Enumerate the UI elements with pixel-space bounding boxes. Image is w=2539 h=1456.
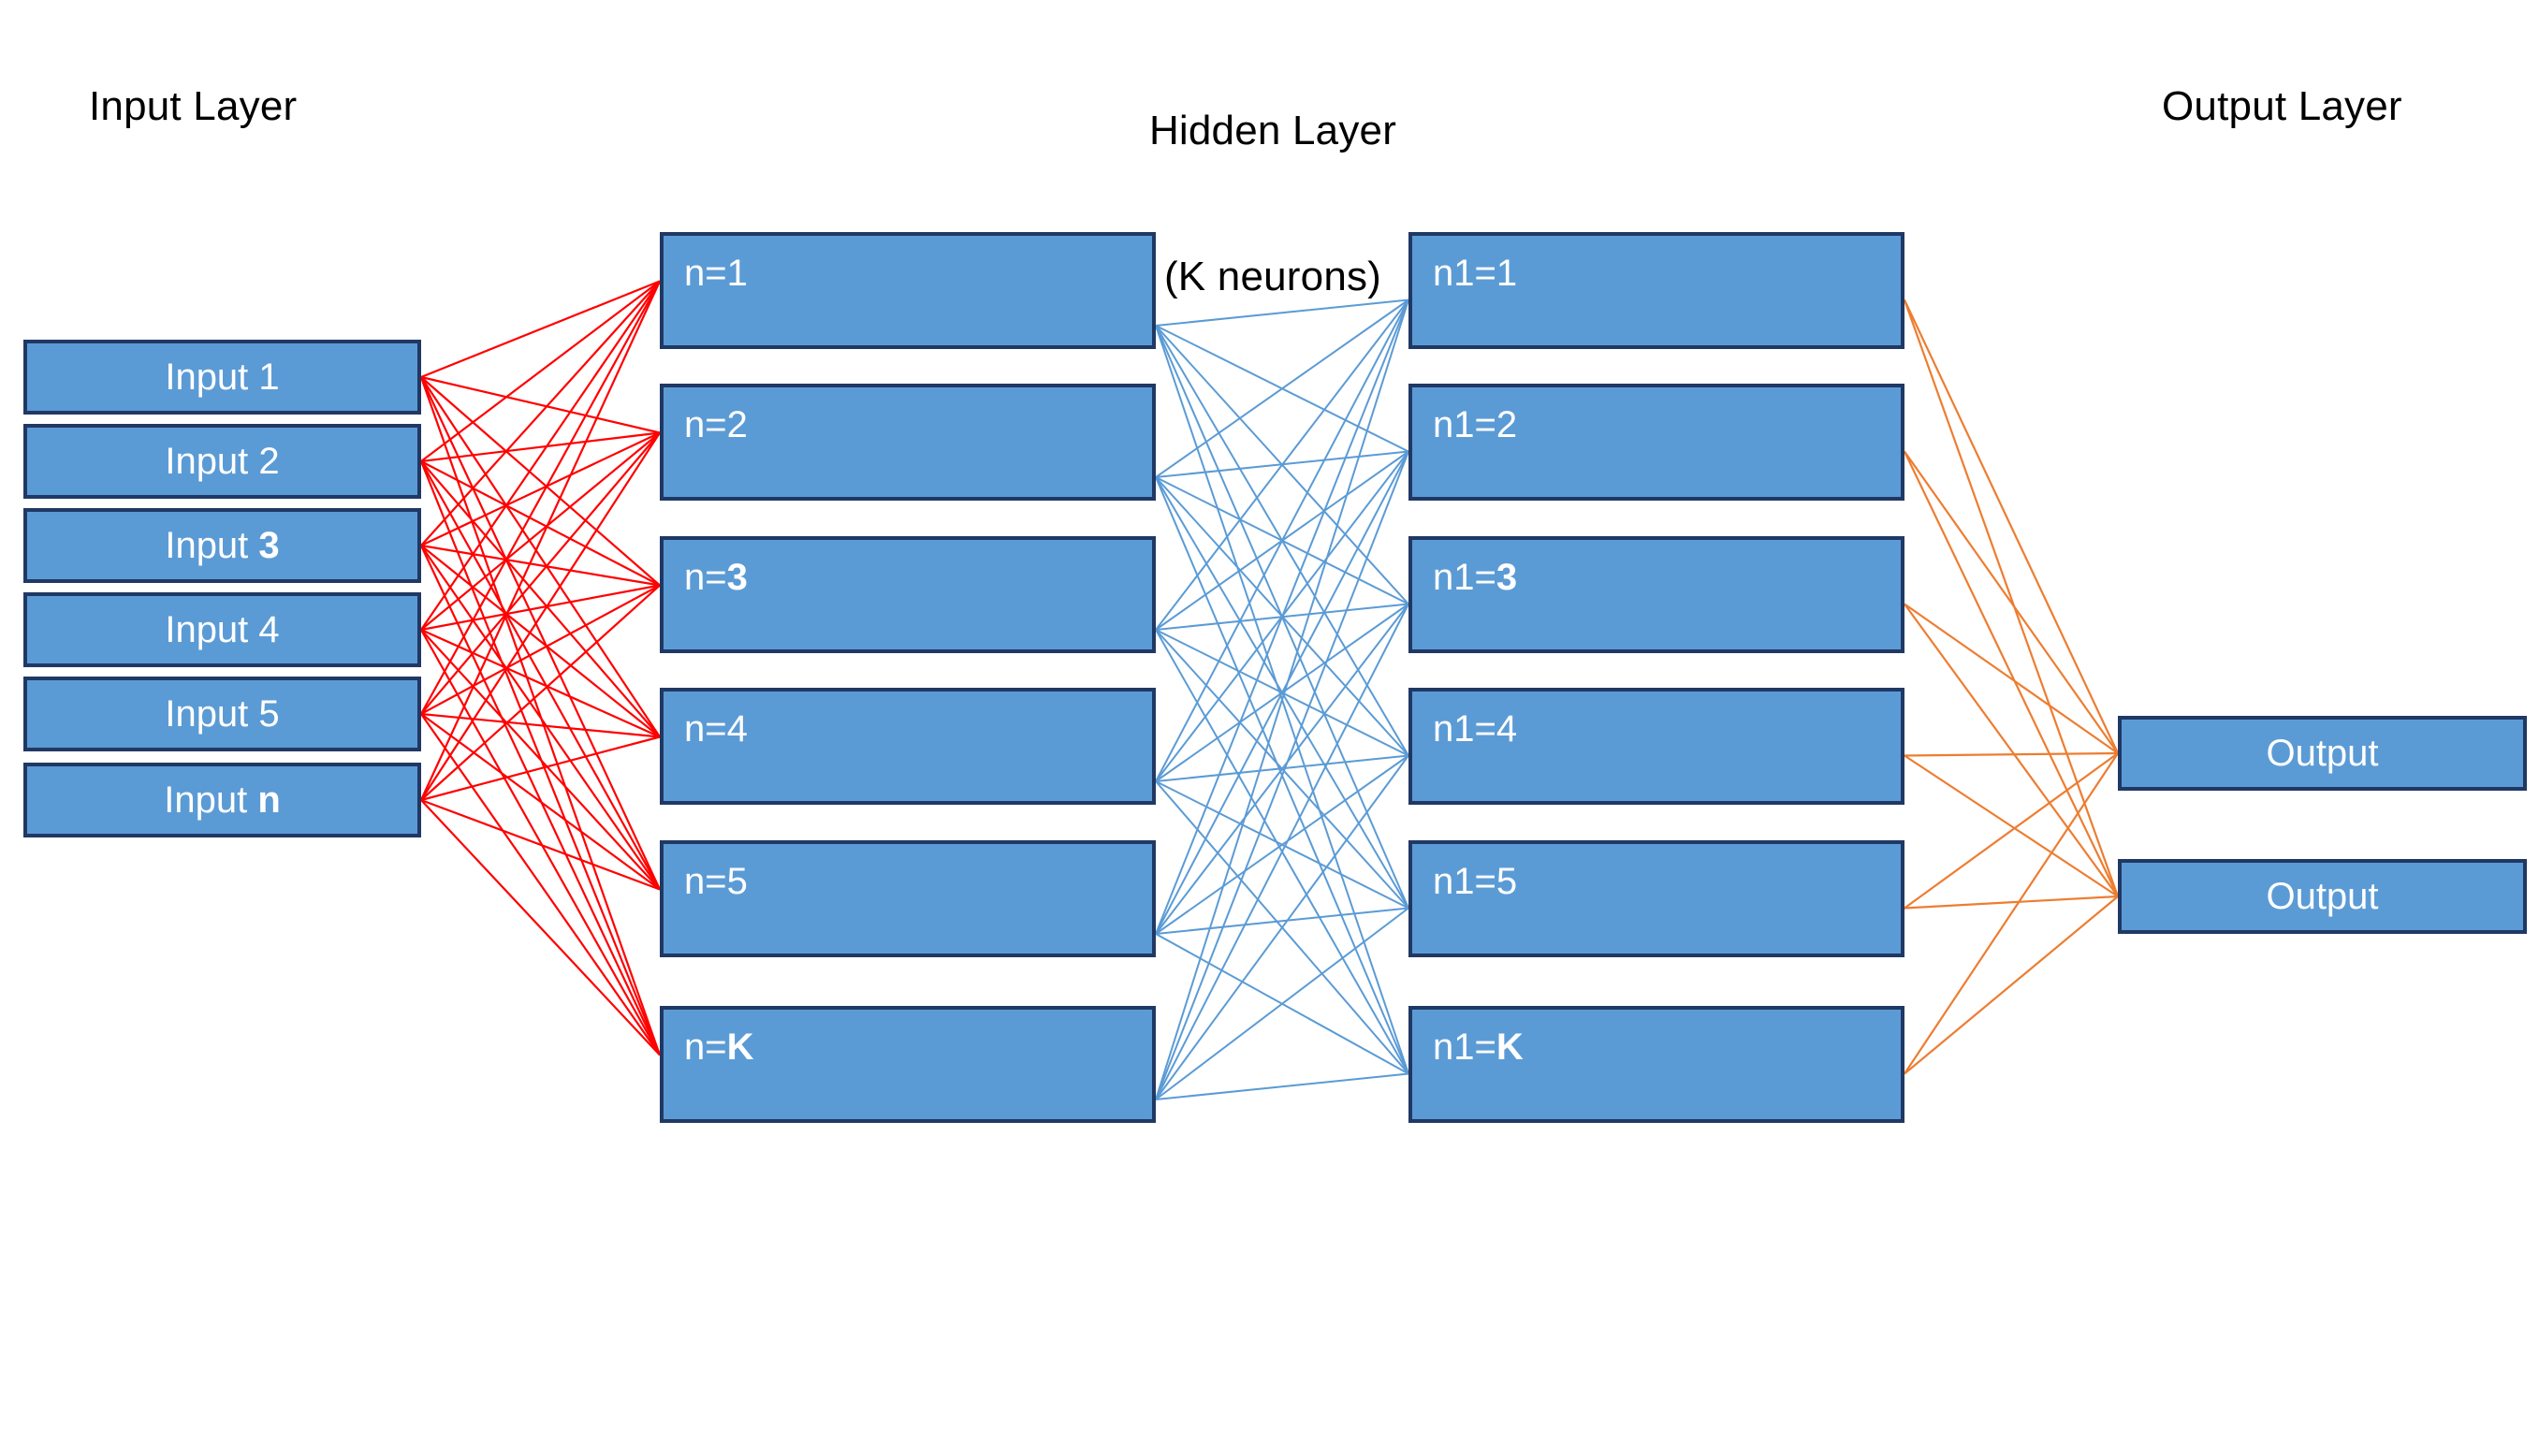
output-node-2-label: Output: [2266, 875, 2379, 917]
hidden2-node-3[interactable]: n1=3: [1408, 536, 1904, 653]
hidden1-node-5-label: n=5: [684, 861, 748, 902]
hidden2-node-4-label: n1=4: [1433, 708, 1518, 750]
hidden1-node-4[interactable]: n=4: [660, 688, 1156, 805]
input-node-2[interactable]: Input 2: [23, 424, 421, 499]
edges-hidden1-to-hidden2: [1155, 298, 1409, 1100]
input-node-3-label: Input 3: [165, 524, 280, 566]
hidden1-node-3[interactable]: n=3: [660, 536, 1156, 653]
hidden2-node-5[interactable]: n1=5: [1408, 840, 1904, 957]
input-layer-caption: Input Layer: [89, 83, 298, 129]
hidden2-node-6-label: n1=K: [1433, 1026, 1524, 1068]
input-node-6[interactable]: Input n: [23, 763, 421, 837]
input-node-4[interactable]: Input 4: [23, 592, 421, 667]
input-node-6-label: Input n: [164, 779, 281, 821]
input-node-2-label: Input 2: [165, 440, 280, 482]
hidden-layer-caption-line2: (K neurons): [1163, 253, 1382, 299]
hidden2-node-3-label: n1=3: [1433, 557, 1518, 598]
hidden2-node-2-label: n1=2: [1433, 404, 1518, 445]
hidden2-node-1-label: n1=1: [1433, 253, 1518, 294]
hidden1-node-1[interactable]: n=1: [660, 232, 1156, 349]
hidden2-node-6[interactable]: n1=K: [1408, 1006, 1904, 1123]
edges-input-to-hidden1: [419, 280, 662, 1056]
output-node-1[interactable]: Output: [2118, 716, 2527, 791]
hidden1-node-2[interactable]: n=2: [660, 384, 1156, 501]
input-node-1-label: Input 1: [165, 356, 280, 398]
hidden1-node-1-label: n=1: [684, 253, 748, 294]
input-node-5-label: Input 5: [165, 692, 280, 735]
input-node-5[interactable]: Input 5: [23, 677, 421, 751]
hidden1-node-3-label: n=3: [684, 557, 748, 598]
hidden2-node-1[interactable]: n1=1: [1408, 232, 1904, 349]
hidden2-node-4[interactable]: n1=4: [1408, 688, 1904, 805]
hidden1-node-5[interactable]: n=5: [660, 840, 1156, 957]
hidden2-node-2[interactable]: n1=2: [1408, 384, 1904, 501]
hidden1-node-2-label: n=2: [684, 404, 748, 445]
output-node-2[interactable]: Output: [2118, 859, 2527, 934]
hidden-layer-caption: Hidden Layer (K neurons): [992, 9, 1554, 398]
output-node-1-label: Output: [2266, 732, 2379, 774]
output-layer-caption: Output Layer: [2162, 83, 2402, 129]
hidden1-node-6-label: n=K: [684, 1026, 754, 1068]
input-node-3[interactable]: Input 3: [23, 508, 421, 583]
input-node-4-label: Input 4: [165, 608, 280, 650]
hidden2-node-5-label: n1=5: [1433, 861, 1518, 902]
input-node-1[interactable]: Input 1: [23, 340, 421, 415]
edges-hidden2-to-output: [1903, 299, 2120, 1075]
hidden1-node-4-label: n=4: [684, 708, 748, 750]
hidden-layer-caption-line1: Hidden Layer: [1148, 107, 1397, 153]
hidden1-node-6[interactable]: n=K: [660, 1006, 1156, 1123]
